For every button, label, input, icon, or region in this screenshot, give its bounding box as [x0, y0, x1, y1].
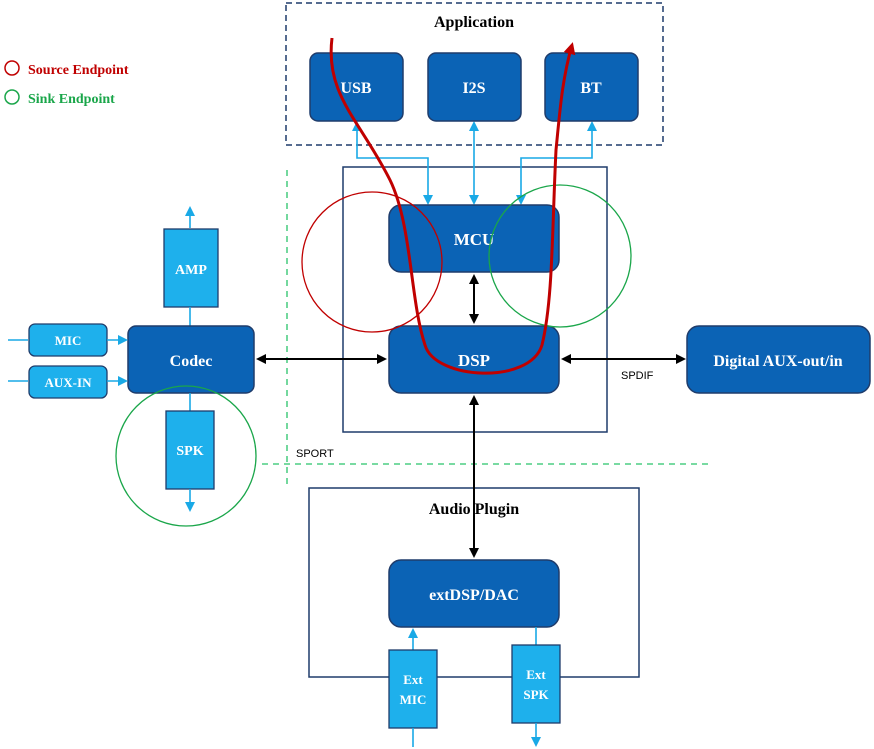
- ext-dsp-dac-label: extDSP/DAC: [429, 587, 519, 604]
- bt-block: BT: [544, 52, 639, 122]
- mcu-box: [388, 204, 560, 273]
- application-group: Application: [285, 2, 664, 146]
- spk-label: SPK: [176, 444, 203, 459]
- spk-box: [165, 410, 215, 490]
- dsp-label: DSP: [458, 351, 490, 370]
- audio-data-path: [329, 37, 576, 375]
- ext-spk-label-line1: Ext: [526, 667, 546, 682]
- ext-mic-block: Ext MIC: [388, 649, 438, 729]
- source-endpoint-circle: [301, 191, 443, 333]
- ext-mic-box: [388, 649, 438, 729]
- ext-spk-label-line2: SPK: [523, 687, 549, 702]
- source-endpoint-icon: [4, 60, 20, 76]
- sink-endpoint-circle-mcu: [488, 184, 632, 328]
- i2s-box: [427, 52, 522, 122]
- sink-endpoint-icon: [4, 89, 20, 105]
- ext-mic-label-line1: Ext: [403, 672, 423, 687]
- digital-aux-label: Digital AUX-out/in: [713, 353, 842, 370]
- mcu-label: MCU: [454, 230, 495, 249]
- application-title: Application: [434, 14, 514, 31]
- ext-spk-box: [511, 644, 561, 724]
- ext-spk-block: Ext SPK: [511, 644, 561, 724]
- codec-label: Codec: [170, 353, 213, 370]
- digital-aux-box: [686, 325, 871, 394]
- codec-block: Codec: [127, 325, 255, 394]
- sport-boundary: SPORT: [262, 170, 708, 488]
- legend: Source Endpoint Sink Endpoint: [4, 60, 129, 107]
- ext-mic-label-line2: MIC: [400, 692, 427, 707]
- bt-box: [544, 52, 639, 122]
- sink-endpoint-circle-spk: [115, 385, 257, 527]
- ext-dsp-dac-block: extDSP/DAC: [388, 559, 560, 628]
- legend-source-label: Source Endpoint: [28, 63, 129, 78]
- usb-block: USB: [309, 52, 404, 122]
- usb-label: USB: [340, 80, 371, 97]
- aux-in-box: [28, 365, 108, 399]
- spk-block: SPK: [165, 410, 215, 490]
- ext-dsp-dac-box: [388, 559, 560, 628]
- sport-label: SPORT: [296, 448, 334, 460]
- aux-in-label: AUX-IN: [45, 375, 93, 390]
- i2s-block: I2S: [427, 52, 522, 122]
- dsp-block: DSP: [388, 325, 560, 394]
- dsp-box: [388, 325, 560, 394]
- amp-block: AMP: [163, 228, 219, 308]
- mic-block: MIC: [28, 323, 108, 357]
- usb-mcu-connector: [352, 121, 433, 205]
- digital-aux-block: Digital AUX-out/in: [686, 325, 871, 394]
- aux-in-block: AUX-IN: [28, 365, 108, 399]
- legend-sink-label: Sink Endpoint: [28, 92, 115, 107]
- bt-label: BT: [580, 80, 602, 97]
- amp-label: AMP: [175, 263, 207, 278]
- spdif-label: SPDIF: [621, 370, 654, 382]
- mic-label: MIC: [55, 333, 82, 348]
- mcu-block: MCU: [388, 204, 560, 273]
- i2s-label: I2S: [462, 80, 485, 97]
- amp-box: [163, 228, 219, 308]
- codec-box: [127, 325, 255, 394]
